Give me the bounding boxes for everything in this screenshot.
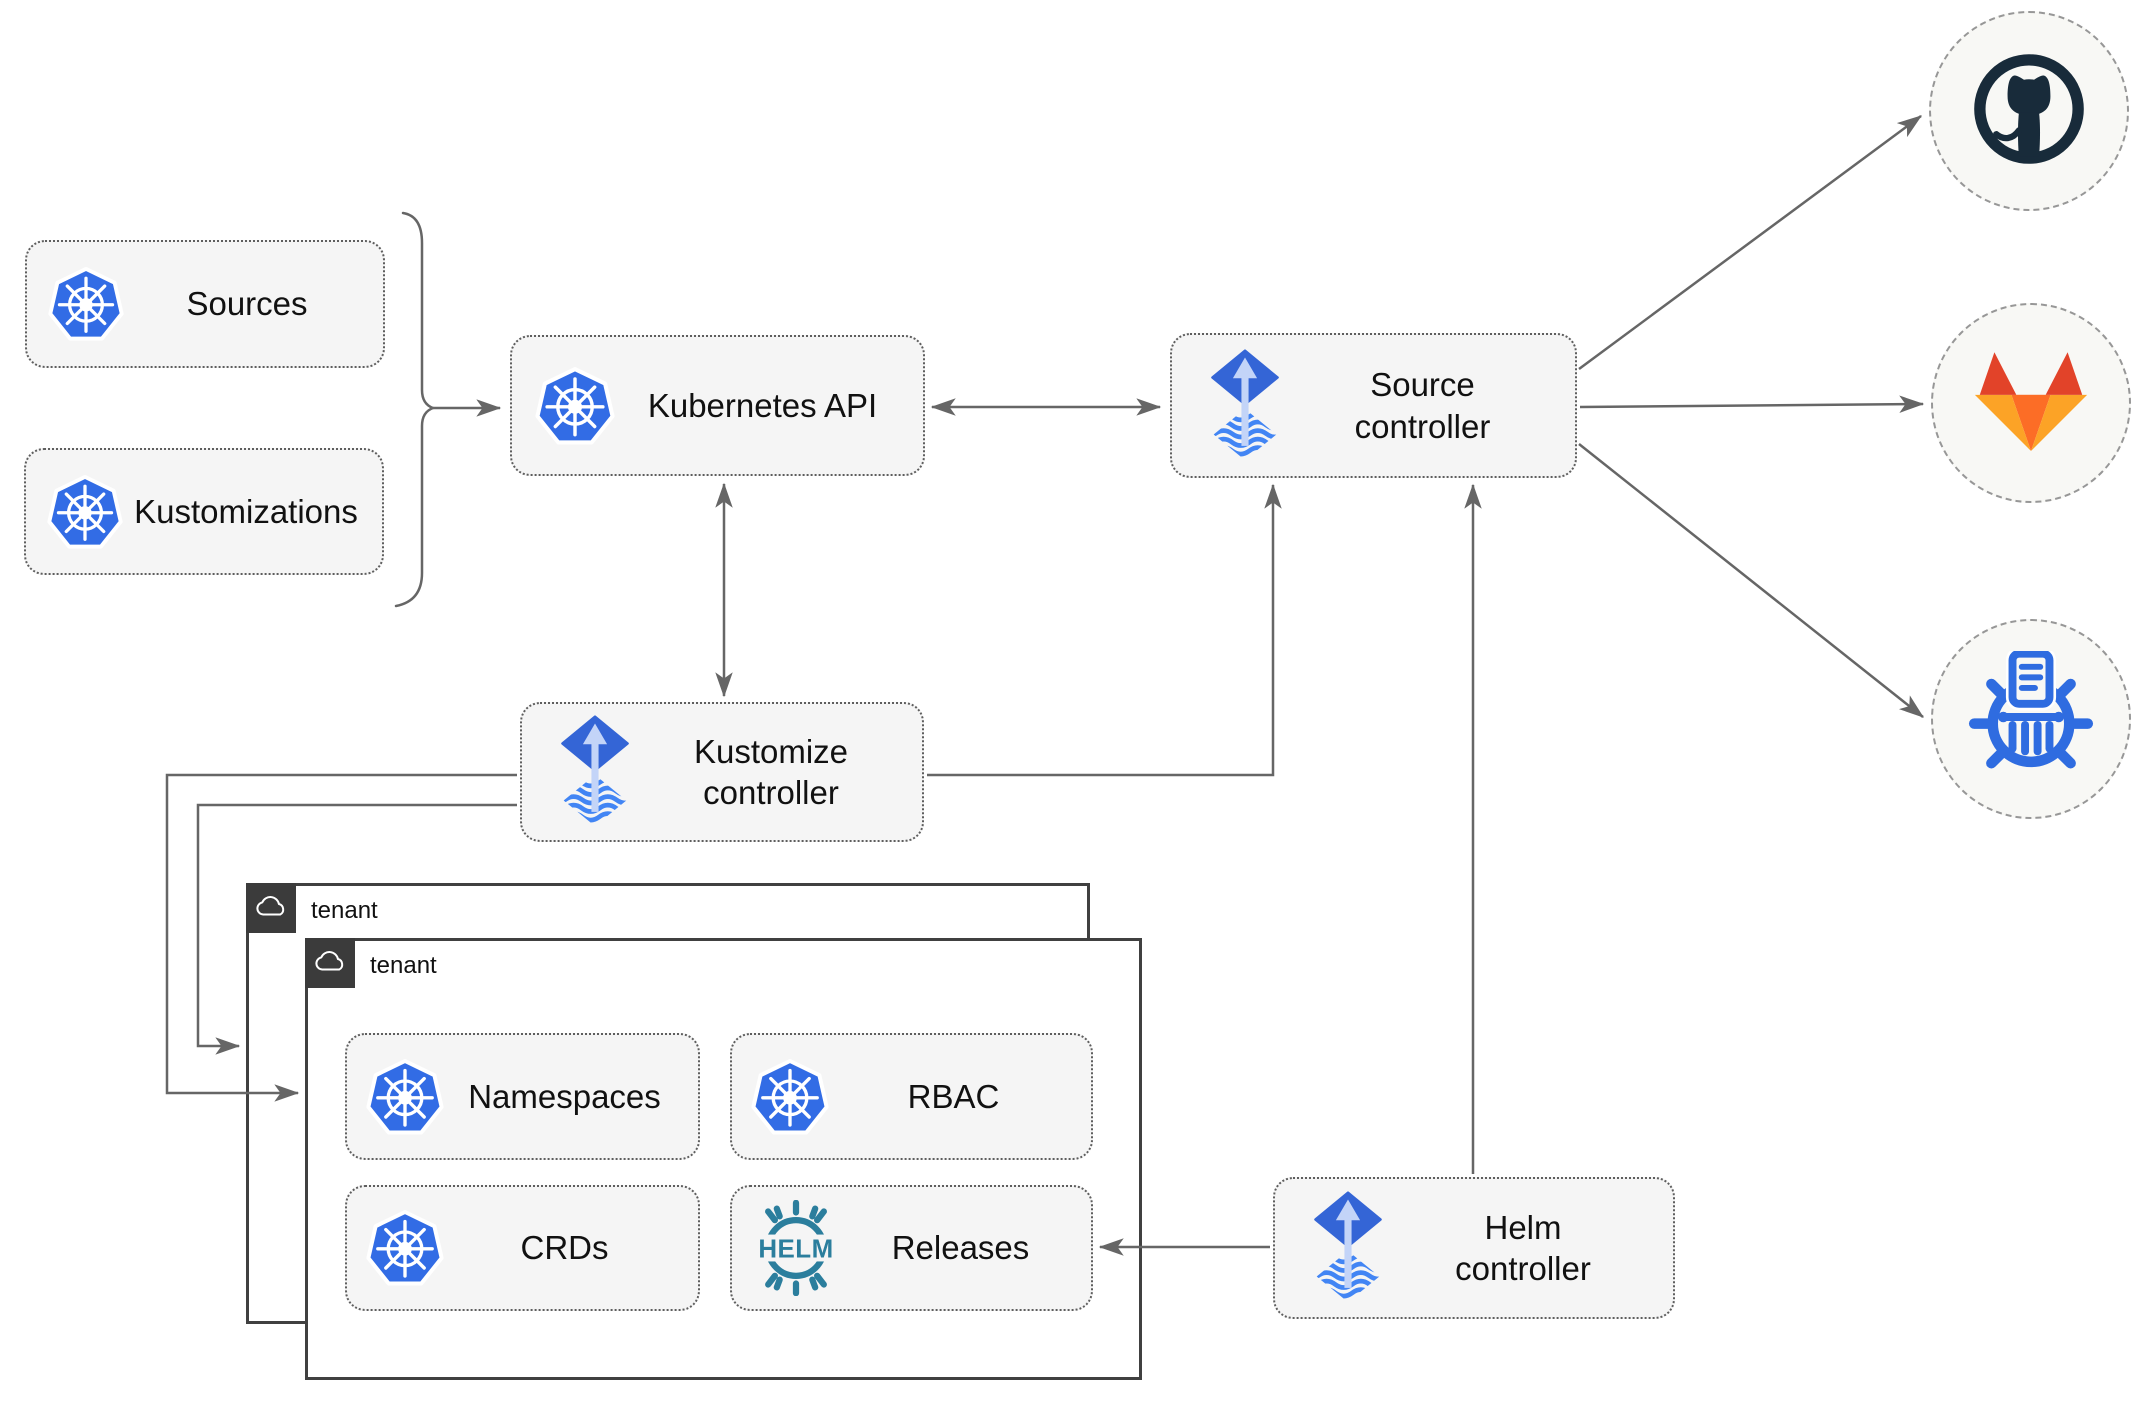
edge-kustomize-to-source: [927, 483, 1282, 777]
node-label: Kustomize controller: [693, 732, 849, 811]
kubernetes-icon: [534, 365, 616, 447]
cloud-icon: [313, 949, 347, 978]
node-rbac: RBAC: [730, 1033, 1093, 1160]
node-label: Helm controller: [1455, 1208, 1591, 1287]
tenant-tab: [246, 883, 296, 933]
node-label: Namespaces: [468, 1077, 661, 1115]
brace-sources-group: [394, 211, 437, 608]
gitlab-node: [1931, 303, 2131, 503]
tenant-tab: [305, 938, 355, 988]
node-kustomizations: Kustomizations: [24, 448, 384, 575]
svg-text:HELM: HELM: [758, 1236, 833, 1264]
node-namespaces: Namespaces: [345, 1033, 700, 1160]
kubernetes-icon: [365, 1208, 445, 1288]
node-label: Releases: [891, 1229, 1030, 1267]
tenant-label: tenant: [370, 952, 437, 979]
kubernetes-icon: [47, 265, 125, 343]
node-kubernetes-api: Kubernetes API: [510, 335, 925, 476]
node-releases: HELM Releases: [730, 1185, 1093, 1311]
registry-icon: [1965, 646, 2097, 788]
node-label: RBAC: [907, 1077, 1000, 1115]
gitlab-icon: [1970, 346, 2092, 461]
github-icon: [1966, 46, 2092, 177]
node-label: CRDs: [520, 1229, 609, 1267]
github-node: [1929, 11, 2129, 211]
edge-source-to-gitlab: [1579, 395, 1925, 413]
node-label: Sources: [186, 285, 308, 323]
node-label: Source controller: [1354, 366, 1491, 445]
flux-icon: [1206, 348, 1284, 463]
node-sources: Sources: [25, 240, 385, 368]
node-label: Kubernetes API: [647, 386, 878, 424]
edge-source-to-registry: [1578, 443, 1924, 718]
kubernetes-icon: [46, 473, 124, 551]
flux-icon: [1309, 1191, 1387, 1305]
node-kustomize-controller: Kustomize controller: [520, 702, 924, 842]
node-label: Kustomizations: [134, 492, 358, 530]
kubernetes-icon: [365, 1057, 445, 1137]
node-helm-controller: Helm controller: [1273, 1177, 1675, 1319]
cloud-icon: [254, 894, 288, 923]
node-crds: CRDs: [345, 1185, 700, 1311]
kubernetes-icon: [750, 1057, 830, 1137]
oci-registry-node: [1931, 619, 2131, 819]
edge-source-to-github: [1578, 114, 1923, 371]
flux-icon: [556, 715, 634, 829]
tenant-label: tenant: [311, 897, 378, 924]
helm-icon: HELM: [748, 1200, 844, 1296]
node-source-controller: Source controller: [1170, 333, 1577, 478]
